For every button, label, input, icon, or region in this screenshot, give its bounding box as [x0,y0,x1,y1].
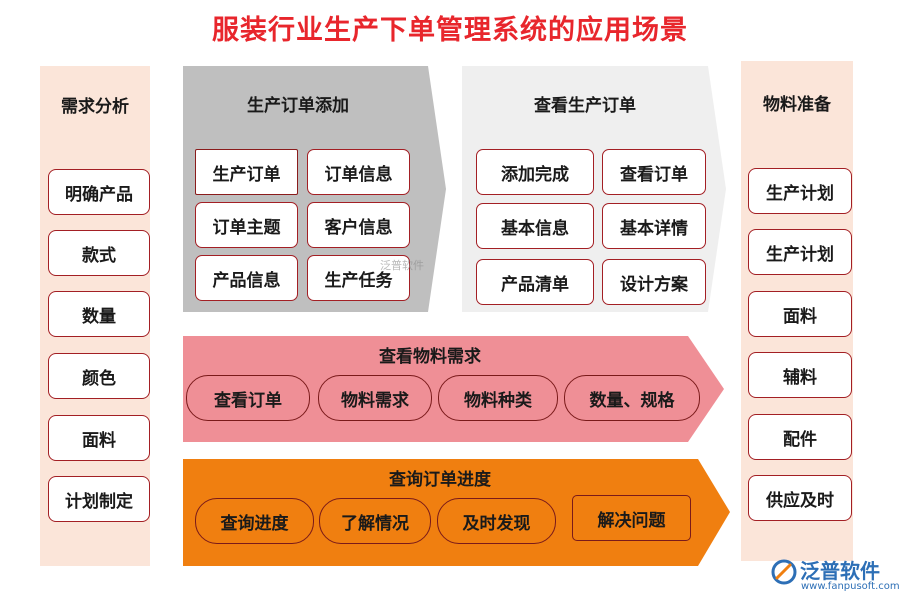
order-view-item: 产品清单 [476,259,594,305]
watermark-text: 泛普软件 [380,259,424,272]
order-view-title: 查看生产订单 [534,96,636,116]
brand-logo: 泛普软件 www.fanpusoft.com [770,554,900,598]
right-item: 面料 [748,291,852,337]
order-view-item: 基本详情 [602,203,706,249]
logo-icon [771,559,797,585]
order-progress-item: 解决问题 [572,495,691,541]
order-add-item: 客户信息 [307,202,410,248]
order-add-item: 产品信息 [195,255,298,301]
order-progress-item: 查询进度 [195,498,314,544]
order-add-item: 订单主题 [195,202,298,248]
order-progress-item: 及时发现 [437,498,556,544]
right-column-material-prep: 物料准备 生产计划 生产计划 面料 辅料 配件 供应及时 [741,61,853,561]
logo-name: 泛普软件 [800,559,880,583]
left-item: 明确产品 [48,169,150,215]
logo-url: www.fanpusoft.com [801,581,900,592]
material-demand-title: 查看物料需求 [379,347,481,367]
left-item: 面料 [48,415,150,461]
order-view-arrow-shape [462,66,726,312]
order-progress-item: 了解情况 [319,498,431,544]
order-view-item: 添加完成 [476,149,594,195]
order-view-item: 基本信息 [476,203,594,249]
left-item: 计划制定 [48,476,150,522]
left-column-needs-analysis: 需求分析 明确产品 款式 数量 颜色 面料 计划制定 [40,66,150,566]
right-item: 辅料 [748,352,852,398]
order-add-item: 订单信息 [307,149,410,195]
order-view-item: 设计方案 [602,259,706,305]
right-item: 供应及时 [748,475,852,521]
right-item: 生产计划 [748,168,852,214]
material-demand-item: 查看订单 [186,375,310,421]
right-item: 配件 [748,414,852,460]
page-title: 服装行业生产下单管理系统的应用场景 [212,15,688,46]
order-view-item: 查看订单 [602,149,706,195]
left-item: 数量 [48,291,150,337]
order-add-title: 生产订单添加 [247,96,349,116]
right-column-header: 物料准备 [763,95,831,115]
order-add-item: 生产订单 [195,149,298,195]
left-column-header: 需求分析 [61,97,129,117]
right-item: 生产计划 [748,229,852,275]
order-progress-title: 查询订单进度 [389,470,491,490]
material-demand-item: 数量、规格 [564,375,700,421]
material-demand-item: 物料种类 [438,375,558,421]
left-item: 颜色 [48,353,150,399]
left-item: 款式 [48,230,150,276]
order-add-item: 生产任务 [307,255,410,301]
material-demand-item: 物料需求 [318,375,432,421]
